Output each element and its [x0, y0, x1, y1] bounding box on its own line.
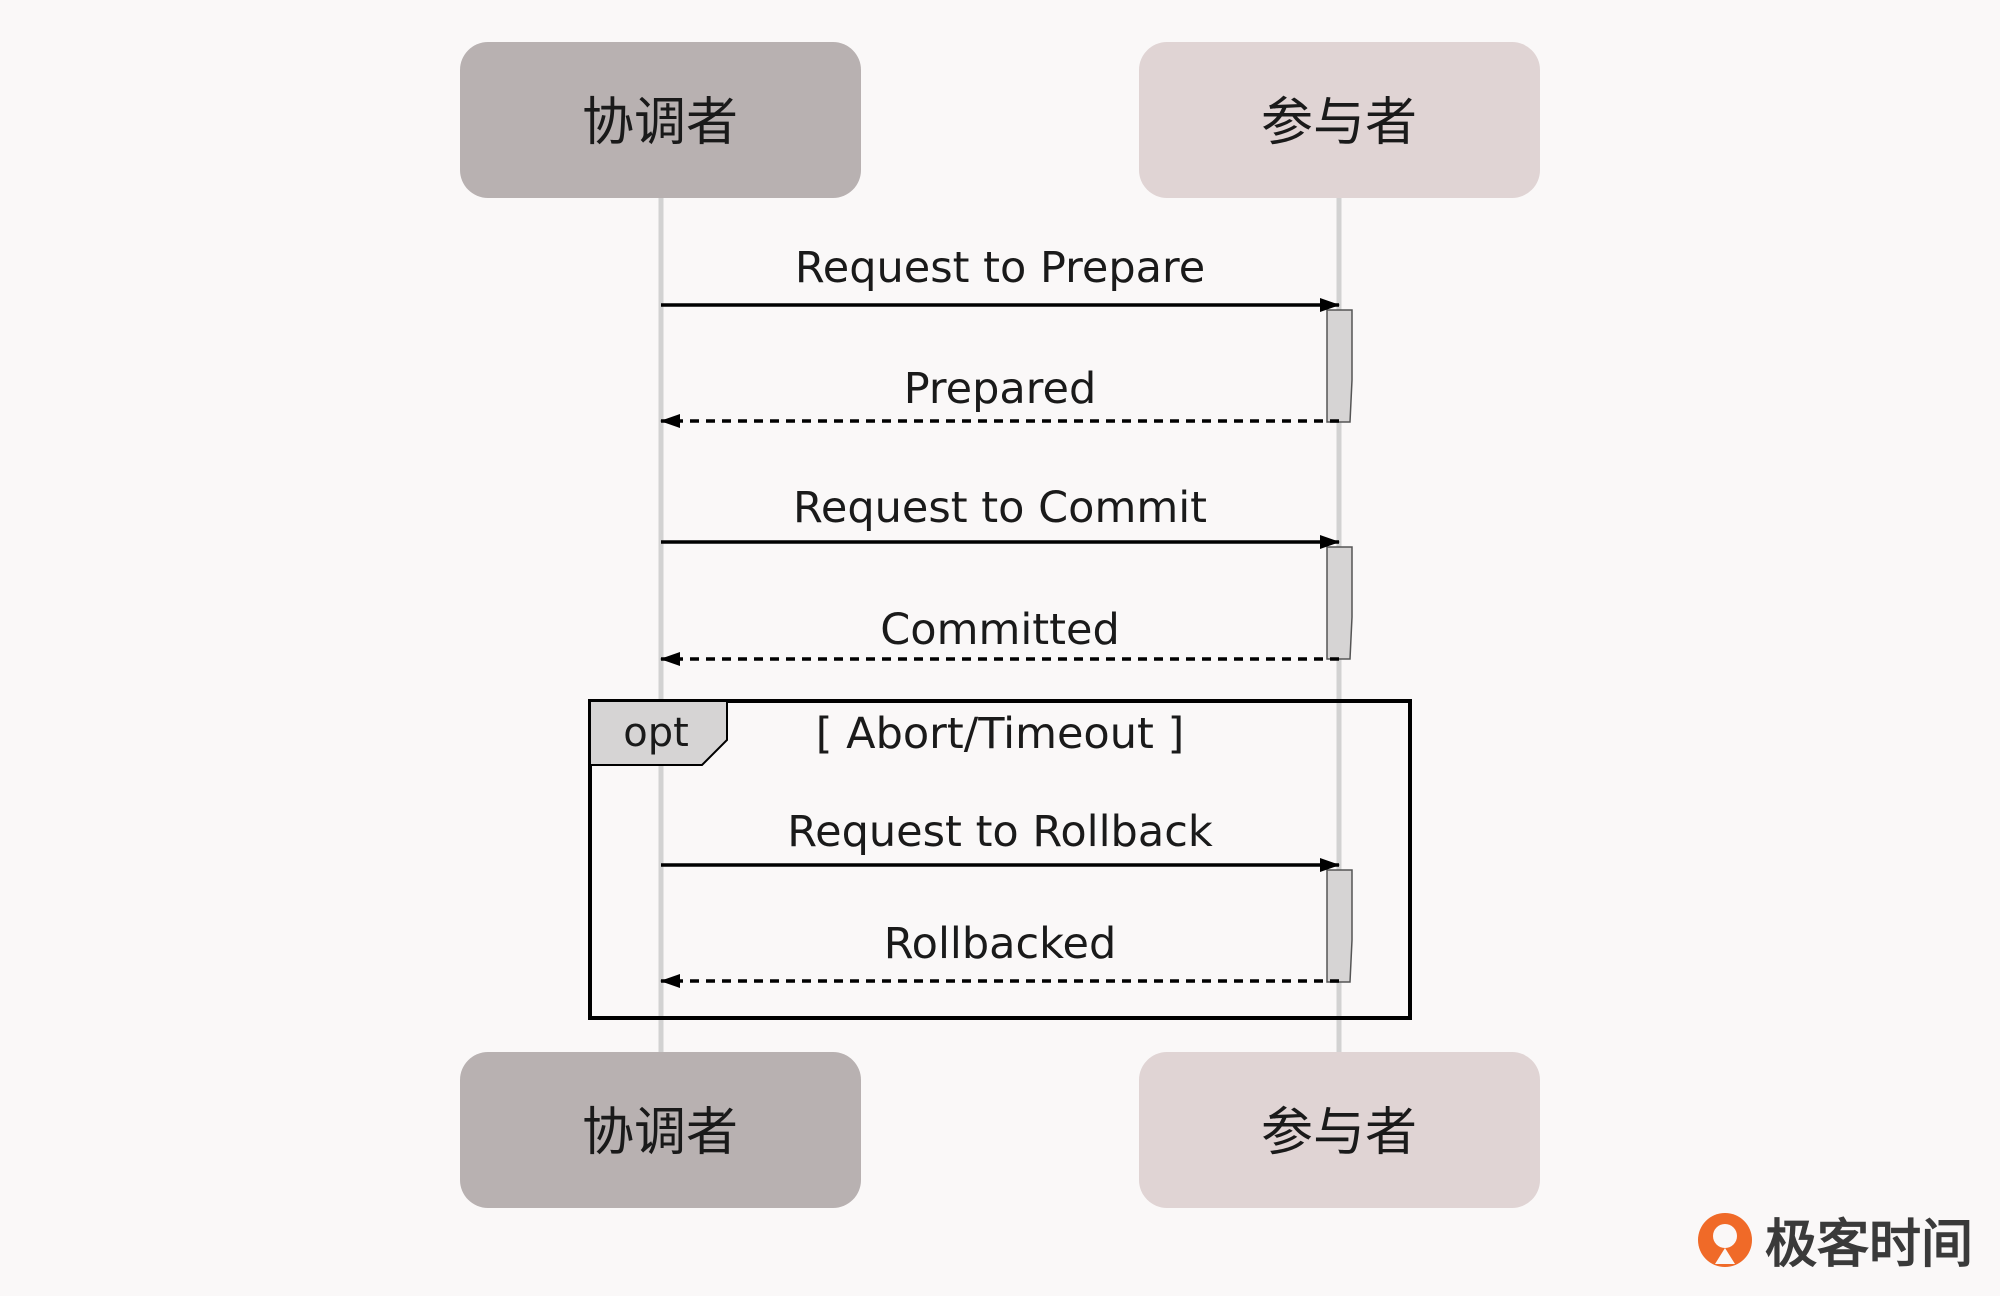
coordinator-label-bottom: 协调者 [582, 1103, 738, 1163]
message-label: Request to Prepare [795, 243, 1205, 293]
opt-condition: [ Abort/Timeout ] [816, 709, 1185, 759]
brand-watermark: 极客时间 [1698, 1213, 1973, 1275]
participant-label-top: 参与者 [1261, 93, 1417, 153]
message-request-to-rollback: Request to Rollback [661, 807, 1340, 872]
opt-tag: opt [623, 710, 689, 756]
participant-label-bottom: 参与者 [1261, 1103, 1417, 1163]
activation-bar-commit [1326, 546, 1353, 660]
coordinator-label-top: 协调者 [582, 93, 738, 153]
message-label: Request to Rollback [787, 807, 1213, 857]
coordinator-actor-bottom: 协调者 [460, 1052, 861, 1208]
message-label: Request to Commit [793, 483, 1207, 533]
message-rollbacked: Rollbacked [660, 919, 1339, 988]
message-request-to-commit: Request to Commit [661, 483, 1340, 549]
activation-bar-prepare [1326, 309, 1353, 423]
activation-bar-rollback [1326, 869, 1353, 983]
message-label: Committed [880, 605, 1120, 655]
participant-actor-top: 参与者 [1139, 42, 1540, 198]
message-label: Rollbacked [884, 919, 1117, 969]
message-committed: Committed [660, 605, 1339, 666]
coordinator-actor-top: 协调者 [460, 42, 861, 198]
opt-frame: opt [ Abort/Timeout ] [588, 699, 1412, 1020]
geektime-logo-icon [1698, 1213, 1752, 1267]
message-request-to-prepare: Request to Prepare [661, 243, 1340, 312]
message-prepared: Prepared [660, 364, 1339, 428]
brand-name: 极客时间 [1765, 1215, 1973, 1275]
message-label: Prepared [904, 364, 1097, 414]
participant-actor-bottom: 参与者 [1139, 1052, 1540, 1208]
